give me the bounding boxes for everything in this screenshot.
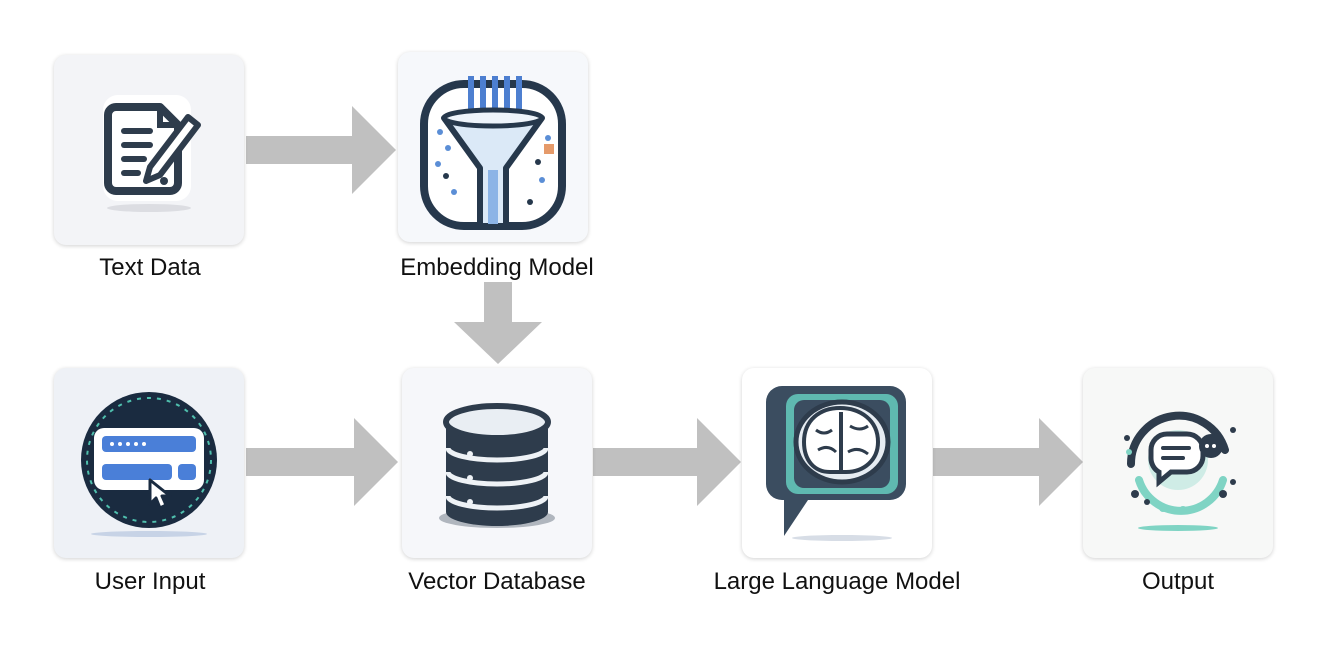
label-llm: Large Language Model: [713, 568, 961, 595]
label-text-data: Text Data: [99, 254, 201, 281]
brain-chat-icon: [766, 386, 906, 541]
label-vector-database: Vector Database: [408, 568, 586, 595]
label-user-input: User Input: [94, 568, 206, 595]
node-llm: [742, 368, 932, 558]
funnel-circuit-icon: [420, 76, 566, 230]
arrow-embedding-to-vector: [454, 282, 542, 364]
document-pen-icon: [103, 95, 201, 212]
node-user-input: [54, 368, 244, 558]
input-form-cursor-icon: [81, 392, 217, 537]
node-text-data: [54, 55, 244, 245]
database-cylinder-icon: [439, 403, 555, 528]
node-vector-database: [402, 368, 592, 558]
arrow-vector-to-llm: [593, 418, 741, 506]
node-output: [1083, 368, 1273, 558]
label-embedding-model: Embedding Model: [400, 254, 594, 281]
arrow-text-to-embedding: [246, 106, 396, 194]
node-embedding-model: [398, 52, 588, 242]
chat-bubbles-icon: [1124, 411, 1236, 531]
arrow-llm-to-output: [933, 418, 1083, 506]
label-output: Output: [1141, 568, 1215, 595]
arrow-user-to-vector: [246, 418, 398, 506]
